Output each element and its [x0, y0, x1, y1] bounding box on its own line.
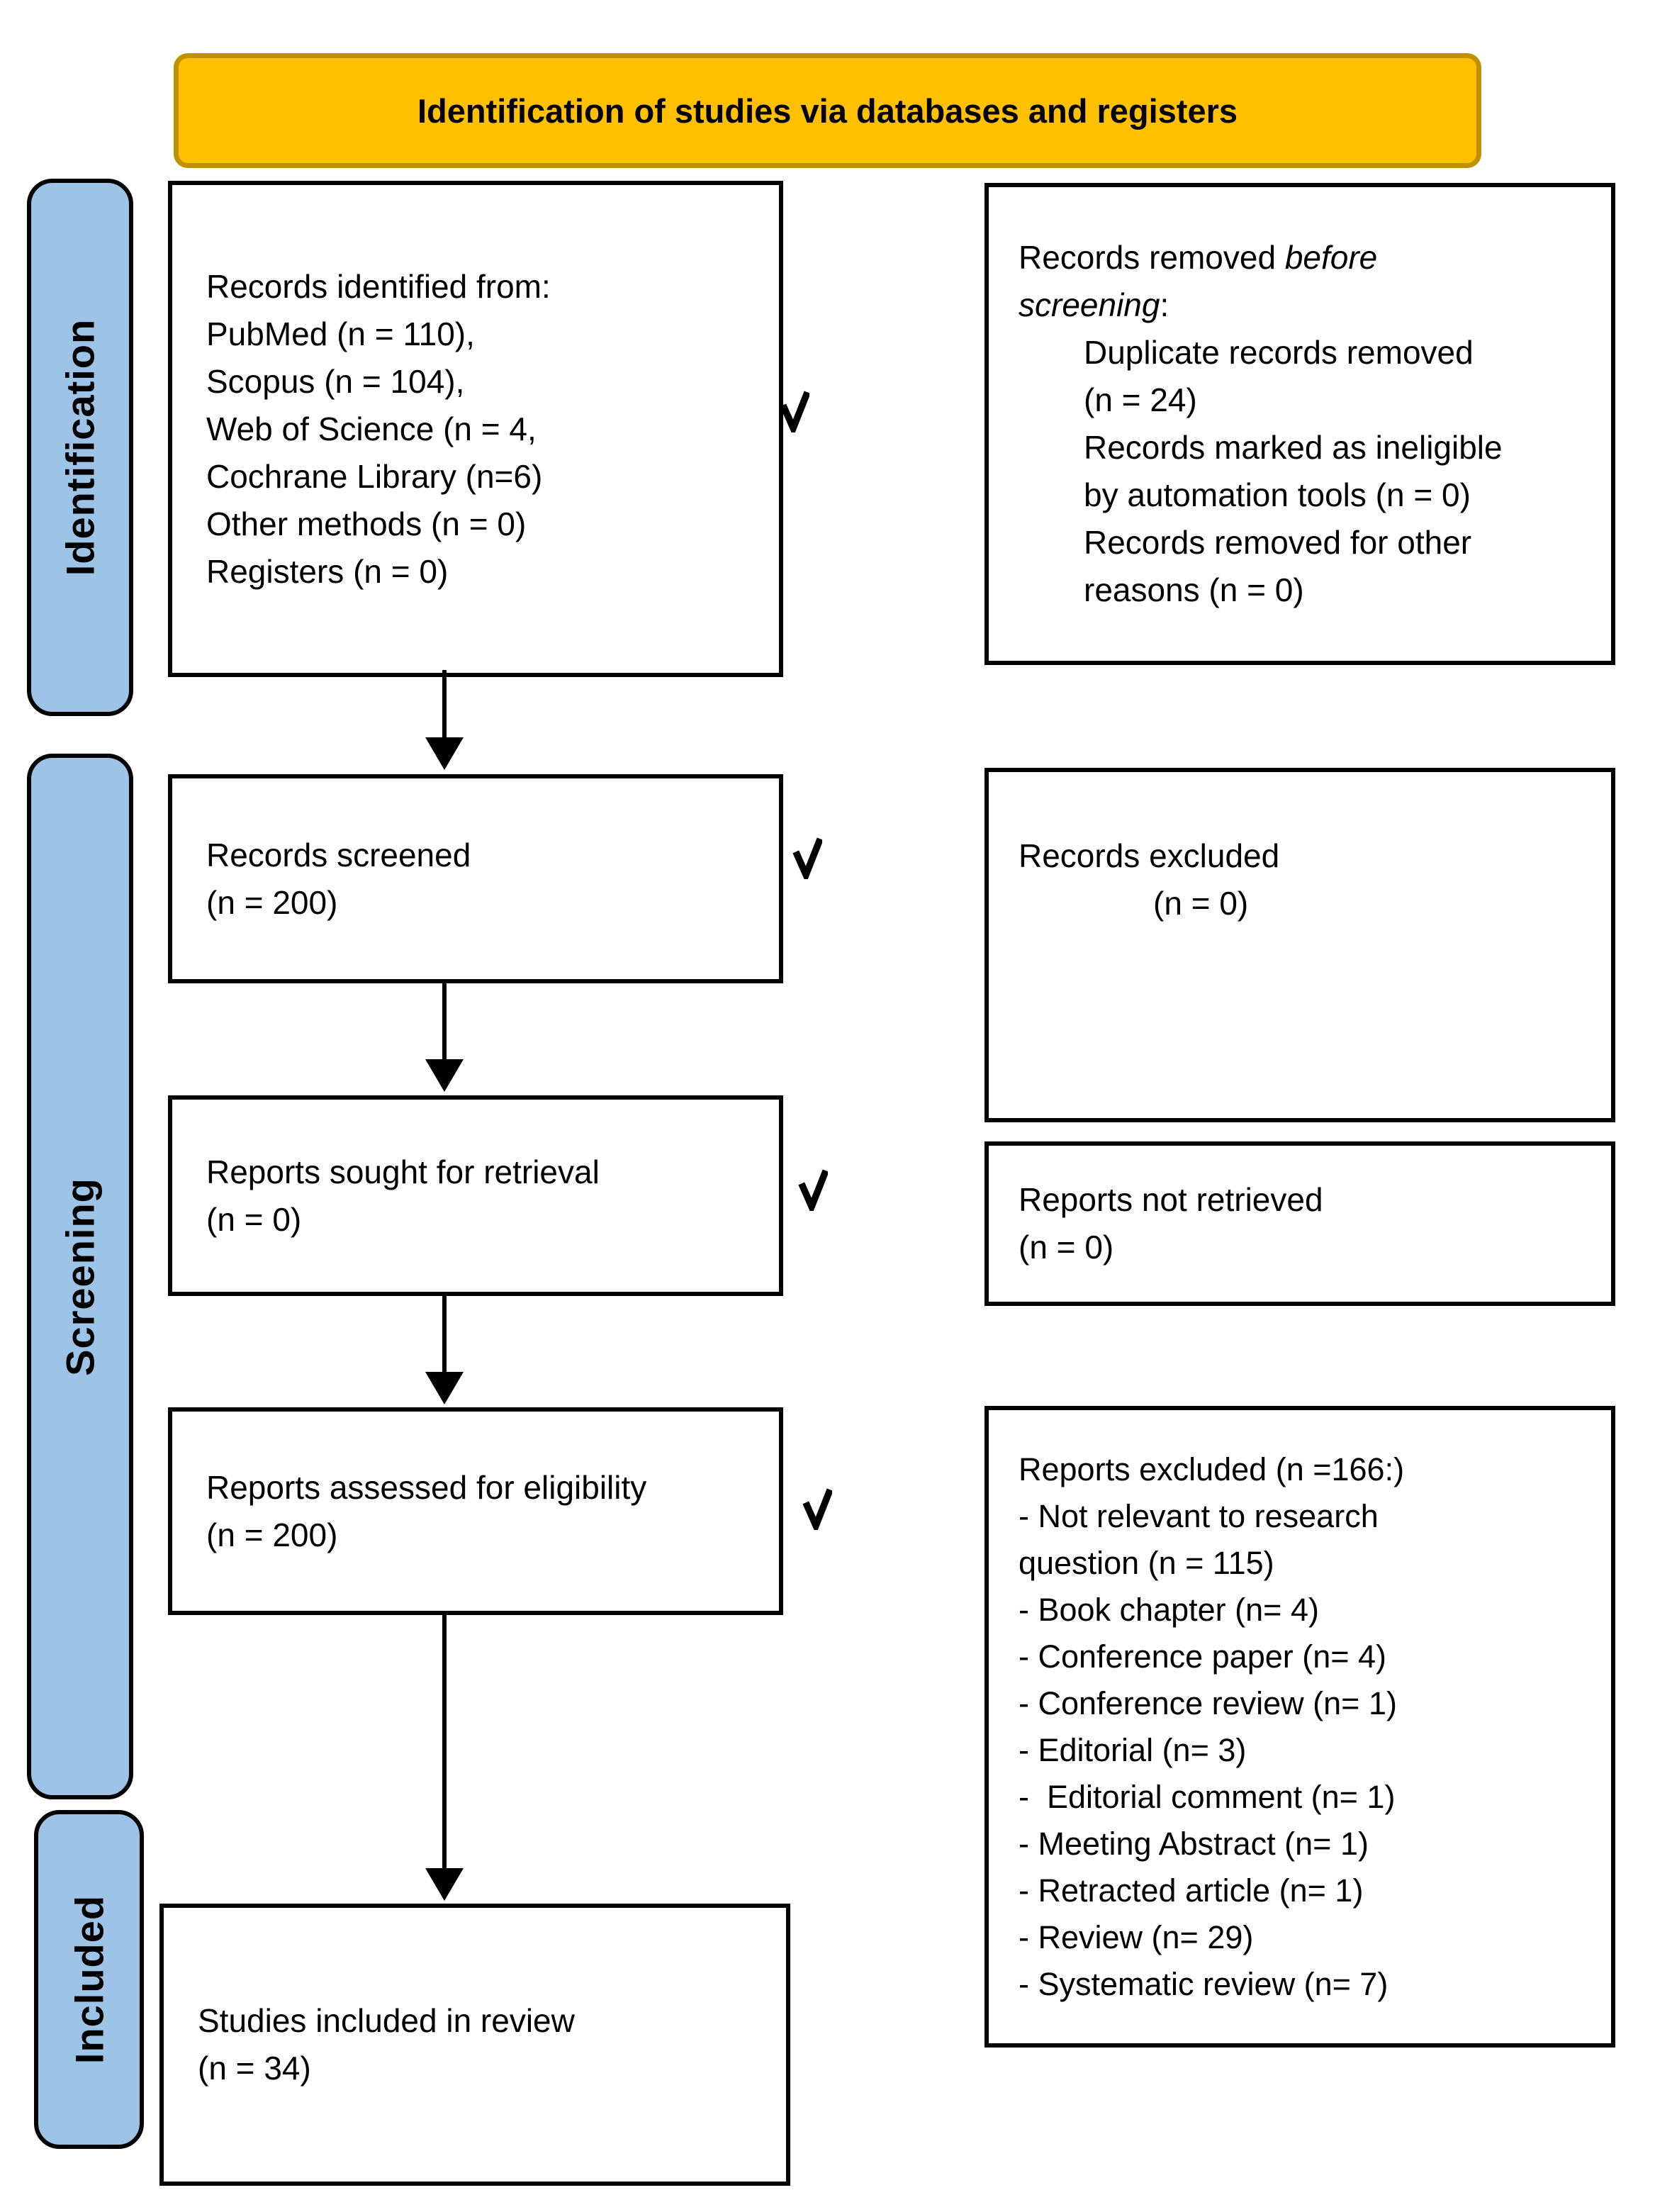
reports-sought-line: Reports sought for retrieval	[206, 1153, 600, 1190]
reports-not-retrieved-count: (n = 0)	[1019, 1229, 1114, 1266]
reports-excluded-reason: - Systematic review (n= 7)	[1019, 1965, 1388, 2002]
reports-excluded-reason: - Not relevant to research	[1019, 1497, 1379, 1534]
box-reports-sought: Reports sought for retrieval (n = 0)	[168, 1095, 783, 1296]
banner-title: Identification of studies via databases …	[417, 91, 1238, 130]
records-removed-detail: Records removed for other	[1084, 524, 1472, 561]
reports-sought-count: (n = 0)	[206, 1200, 302, 1238]
arrow-identified-to-screened-head	[425, 737, 464, 770]
chevron-arrowhead-to-records-excluded	[792, 837, 822, 879]
records-removed-detail: by automation tools (n = 0)	[1084, 476, 1471, 513]
reports-excluded-reason: - Conference paper (n= 4)	[1019, 1638, 1387, 1675]
box-records-identified: Records identified from: PubMed (n = 110…	[168, 181, 783, 677]
records-removed-detail: Records marked as ineligible	[1084, 429, 1503, 466]
box-records-screened: Records screened (n = 200)	[168, 774, 783, 983]
stage-identification-label: Identification	[57, 318, 103, 576]
stage-included: Included	[34, 1810, 144, 2149]
box-reports-assessed: Reports assessed for eligibility (n = 20…	[168, 1407, 783, 1615]
stage-screening: Screening	[27, 754, 133, 1799]
reports-excluded-reason: - Meeting Abstract (n= 1)	[1019, 1825, 1369, 1862]
reports-excluded-reason: question (n = 115)	[1019, 1544, 1274, 1581]
stage-included-label: Included	[67, 1894, 111, 2065]
box-studies-included: Studies included in review (n = 34)	[159, 1904, 790, 2186]
arrow-sought-to-assessed-head	[425, 1372, 464, 1404]
box-reports-not-retrieved: Reports not retrieved (n = 0)	[984, 1141, 1615, 1306]
chevron-arrowhead-to-reports-excluded	[802, 1488, 832, 1530]
arrow-screened-to-sought-head	[425, 1059, 464, 1092]
stage-identification: Identification	[27, 179, 133, 716]
reports-not-retrieved-line: Reports not retrieved	[1019, 1181, 1323, 1218]
records-identified-line: Scopus (n = 104),	[206, 362, 465, 400]
reports-excluded-reason: - Editorial comment (n= 1)	[1019, 1778, 1396, 1815]
records-identified-line: Registers (n = 0)	[206, 552, 449, 590]
records-excluded-line: Records excluded	[1019, 837, 1280, 874]
reports-excluded-reason: - Retracted article (n= 1)	[1019, 1872, 1364, 1909]
box-records-excluded: Records excluded (n = 0)	[984, 768, 1615, 1122]
records-identified-line: Web of Science (n = 4,	[206, 410, 537, 447]
arrow-sought-to-assessed-line	[442, 1296, 447, 1374]
banner: Identification of studies via databases …	[174, 53, 1481, 168]
records-removed-detail: (n = 24)	[1084, 381, 1197, 418]
reports-assessed-count: (n = 200)	[206, 1516, 338, 1553]
reports-excluded-reason: - Conference review (n= 1)	[1019, 1685, 1397, 1721]
studies-included-line: Studies included in review	[198, 2002, 575, 2039]
records-identified-line: Cochrane Library (n=6)	[206, 457, 543, 495]
records-removed-detail: Duplicate records removed	[1084, 334, 1474, 371]
box-records-removed-before-screening: Records removed before screening: Duplic…	[984, 183, 1615, 665]
reports-excluded-reason: - Review (n= 29)	[1019, 1918, 1254, 1955]
reports-excluded-title: Reports excluded (n =166:)	[1019, 1451, 1405, 1487]
records-identified-line: Records identified from:	[206, 267, 551, 305]
records-removed-detail: reasons (n = 0)	[1084, 571, 1304, 608]
records-removed-title-line1: Records removed before	[1019, 239, 1378, 276]
reports-excluded-reason: - Editorial (n= 3)	[1019, 1731, 1247, 1768]
records-identified-line: PubMed (n = 110),	[206, 315, 475, 352]
studies-included-count: (n = 34)	[198, 2050, 311, 2087]
records-removed-title-line2: screening:	[1019, 286, 1169, 323]
reports-assessed-line: Reports assessed for eligibility	[206, 1468, 647, 1506]
arrow-screened-to-sought-line	[442, 983, 447, 1061]
records-excluded-count: (n = 0)	[1153, 885, 1249, 922]
box-reports-excluded: Reports excluded (n =166:) - Not relevan…	[984, 1406, 1615, 2048]
arrow-assessed-to-included-head	[425, 1868, 464, 1901]
stage-screening-label: Screening	[57, 1177, 103, 1376]
records-screened-line: Records screened	[206, 836, 471, 873]
arrow-assessed-to-included-line	[442, 1615, 447, 1870]
records-screened-count: (n = 200)	[206, 883, 338, 921]
records-identified-line: Other methods (n = 0)	[206, 505, 527, 542]
reports-excluded-reason: - Book chapter (n= 4)	[1019, 1591, 1319, 1628]
chevron-arrowhead-to-reports-not-retrieved	[798, 1169, 828, 1211]
chevron-arrowhead-to-records-removed	[780, 391, 809, 432]
arrow-identified-to-screened-line	[442, 670, 447, 741]
